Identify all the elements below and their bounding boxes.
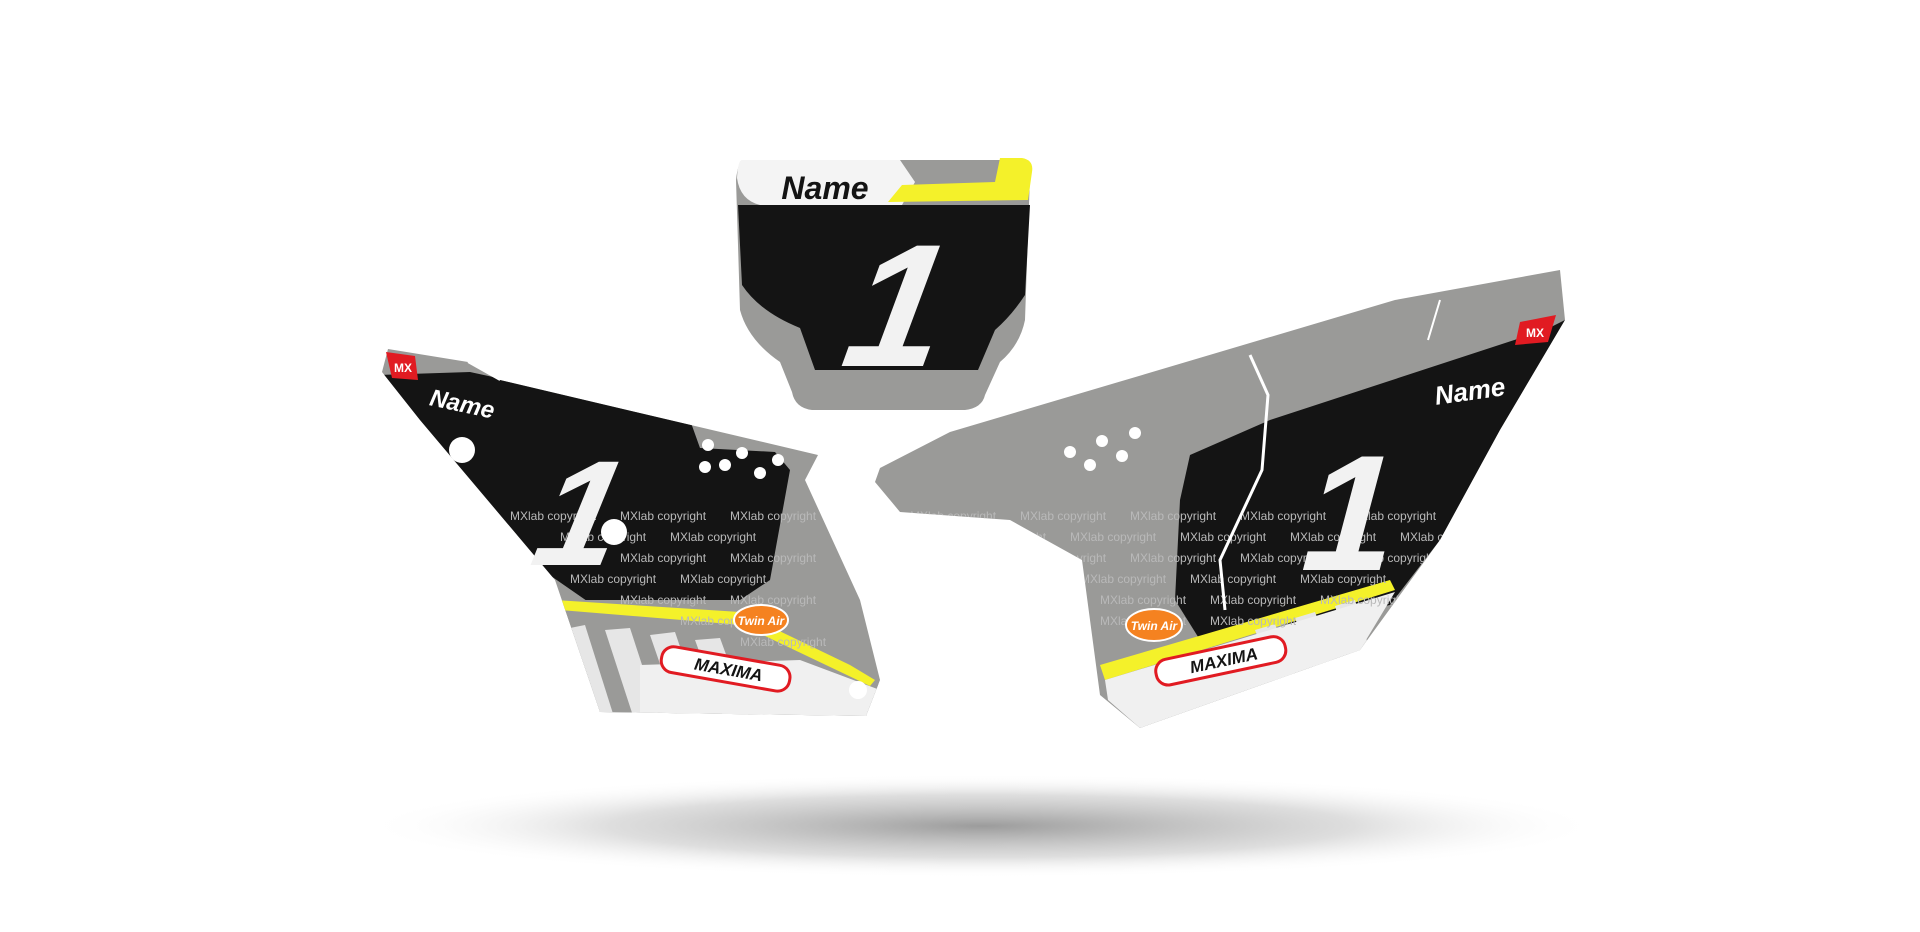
left-panel-mount-hole (849, 681, 867, 699)
left-panel-twinair-logo: Twin Air (733, 604, 789, 636)
left-panel-mount-hole (449, 437, 475, 463)
svg-text:MXlab copyright: MXlab copyright (1350, 551, 1437, 565)
svg-text:Twin Air: Twin Air (1131, 619, 1179, 633)
right-panel-mxlab-badge: MX (1515, 315, 1556, 345)
svg-text:MXlab copyright: MXlab copyright (1320, 593, 1407, 607)
left-panel-seam (467, 361, 501, 381)
svg-text:MXlab copyright: MXlab copyright (1130, 551, 1217, 565)
svg-text:MXlab copyright: MXlab copyright (1190, 572, 1277, 586)
svg-text:Twin Air: Twin Air (738, 614, 786, 628)
left-panel-mxlab-badge: MX (386, 352, 418, 380)
svg-text:MXlab copyright: MXlab copyright (1210, 593, 1297, 607)
svg-text:MXlab copyright: MXlab copyright (730, 551, 817, 565)
svg-text:MXlab copyright: MXlab copyright (620, 593, 707, 607)
right-panel-black-field (1175, 320, 1565, 640)
svg-text:MXlab copyright: MXlab copyright (1290, 530, 1377, 544)
front-plate-yellow-stripe (888, 158, 1033, 202)
ground-shadow (362, 774, 1602, 878)
svg-text:MXlab copyright: MXlab copyright (1180, 530, 1267, 544)
svg-text:MXlab copyright: MXlab copyright (670, 530, 757, 544)
right-panel-yellow-stripe (1100, 580, 1395, 680)
svg-text:MX: MX (394, 361, 412, 375)
svg-text:MXlab copyright: MXlab copyright (1240, 551, 1327, 565)
right-panel-twinair-logo: Twin Air (1125, 608, 1183, 642)
svg-text:MXlab copyright: MXlab copyright (740, 635, 827, 649)
svg-text:MXlab copyright: MXlab copyright (1240, 509, 1327, 523)
svg-text:MXlab copyright: MXlab copyright (1100, 593, 1187, 607)
front-plate-name: Name (781, 170, 868, 206)
svg-text:MXlab copyright: MXlab copyright (1020, 509, 1107, 523)
left-panel-yellow-stripe (555, 600, 875, 686)
svg-text:MXlab copyright: MXlab copyright (1350, 509, 1437, 523)
svg-text:MXlab copyright: MXlab copyright (1400, 530, 1487, 544)
right-side-panel: MXlab copyright MXlab copyright MXlab co… (875, 270, 1565, 728)
svg-text:MXlab copyright: MXlab copyright (730, 593, 817, 607)
svg-text:MXlab copyright: MXlab copyright (620, 551, 707, 565)
svg-text:MXlab copyright: MXlab copyright (960, 530, 1047, 544)
front-plate-white-header (737, 160, 915, 205)
svg-text:MXlab copyright: MXlab copyright (680, 572, 767, 586)
svg-text:MXlab copyright: MXlab copyright (1080, 572, 1167, 586)
svg-text:MX: MX (1526, 326, 1544, 340)
svg-text:MXlab copyright: MXlab copyright (1020, 551, 1107, 565)
left-panel-maxima-logo: MAXIMA (659, 645, 792, 693)
front-number-plate: Name 1 (736, 158, 1033, 410)
left-panel-black-field (382, 372, 790, 610)
svg-text:MXlab copyright: MXlab copyright (1300, 572, 1387, 586)
front-plate-black-field (738, 205, 1030, 370)
svg-text:MXlab copyright: MXlab copyright (570, 572, 657, 586)
left-panel-mount-hole (601, 519, 627, 545)
right-panel-number: 1 (1298, 421, 1403, 606)
right-panel-maxima-logo: MAXIMA (1154, 635, 1288, 687)
svg-text:MXlab copyright: MXlab copyright (1070, 530, 1157, 544)
right-panel-seam-top (1427, 299, 1441, 341)
svg-text:MXlab copyright: MXlab copyright (910, 509, 997, 523)
svg-text:MXlab copyright: MXlab copyright (1210, 614, 1297, 628)
left-panel-vent-dots (699, 439, 784, 479)
svg-text:MXlab copyright: MXlab copyright (730, 509, 817, 523)
svg-text:MXlab copyright: MXlab copyright (510, 509, 597, 523)
svg-text:MXlab copyright: MXlab copyright (1130, 509, 1217, 523)
right-panel-vent-dots (1064, 427, 1141, 471)
svg-text:MXlab copyright: MXlab copyright (620, 509, 707, 523)
right-panel-seam (1218, 354, 1270, 611)
